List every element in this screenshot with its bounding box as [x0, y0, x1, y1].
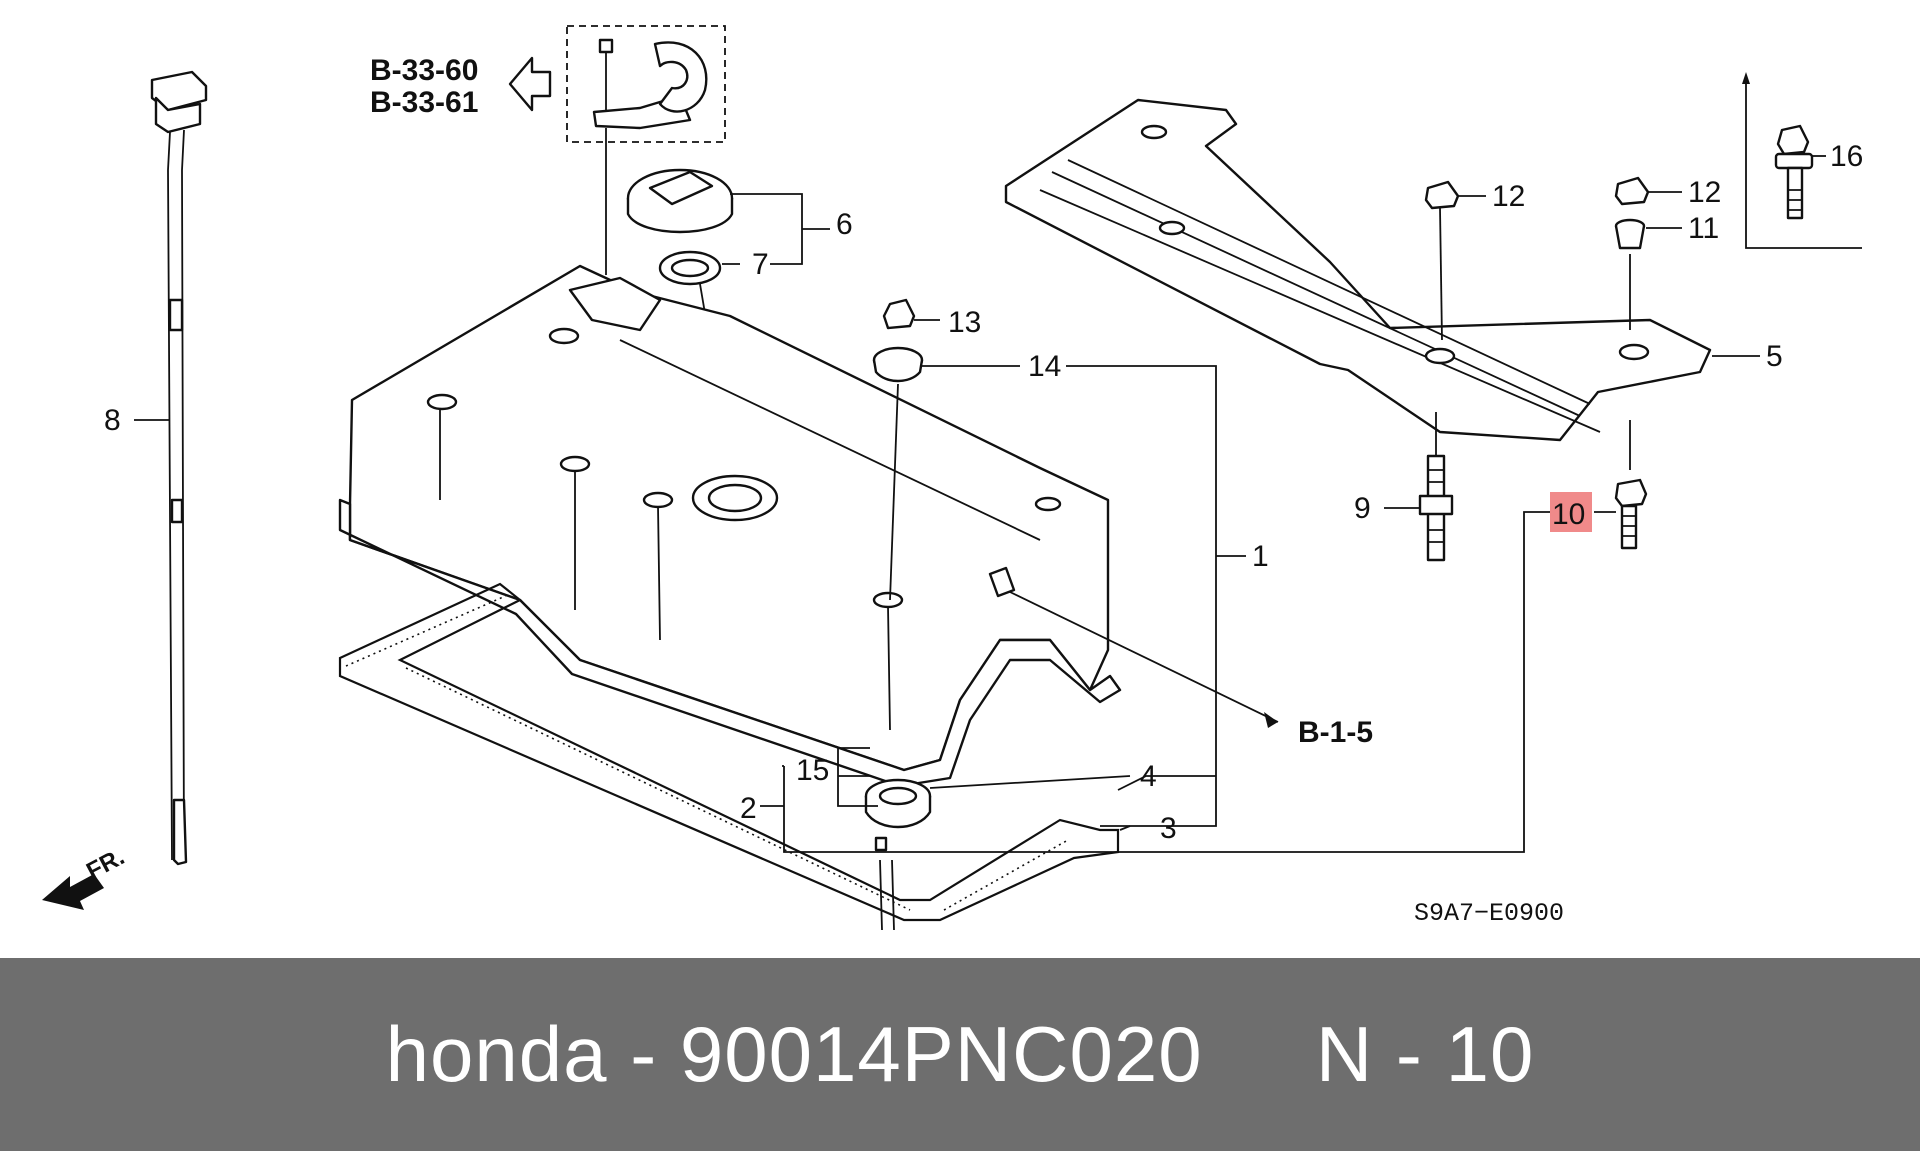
callout-15: 15	[796, 754, 829, 787]
diagram-code: S9A7−E0900	[1414, 899, 1564, 928]
flange-nut-12-left	[1424, 180, 1460, 210]
callout-8: 8	[104, 404, 121, 437]
flange-nut-12-right	[1614, 176, 1650, 206]
filler-cap-gasket	[658, 250, 722, 286]
callout-14: 14	[1028, 350, 1061, 383]
front-direction-arrow: FR.	[42, 843, 129, 910]
stud-bolt-9	[1418, 454, 1454, 562]
callout-3: 3	[1160, 812, 1177, 845]
cap-nut-13	[882, 298, 916, 330]
callout-12-left: 12	[1492, 180, 1525, 213]
engine-cover	[1004, 98, 1712, 442]
head-cover-gasket	[338, 582, 1120, 922]
callout-10: 10	[1552, 498, 1585, 531]
callout-11: 11	[1688, 212, 1719, 245]
callout-7: 7	[752, 248, 769, 281]
reference-b1-5: B-1-5	[1298, 716, 1373, 749]
parts-diagram: FR. B-33-60 B-33-61 6 7	[42, 25, 1864, 931]
reference-b33-61: B-33-61	[370, 86, 478, 119]
callout-10-highlight	[1550, 492, 1592, 532]
reference-arrow-icon	[508, 56, 552, 112]
oil-filler-cap	[626, 168, 734, 234]
washer-14	[872, 346, 924, 383]
bolt-16-group	[1742, 72, 1862, 249]
callout-9: 9	[1354, 492, 1371, 525]
callout-16: 16	[1830, 140, 1863, 173]
bracket-detail-box	[566, 25, 726, 275]
collar-11	[1614, 218, 1646, 250]
callout-4: 4	[1140, 760, 1157, 793]
part-caption-bar: honda - 90014PNC020 N - 10	[0, 958, 1920, 1151]
callout-5: 5	[1766, 340, 1783, 373]
dipstick	[150, 70, 208, 866]
callout-12-right: 12	[1688, 176, 1721, 209]
callout-1: 1	[1252, 540, 1269, 573]
cylinder-head-cover	[338, 264, 1122, 788]
bolt-10	[1614, 478, 1648, 550]
callout-2: 2	[740, 792, 757, 825]
spark-plug-seal	[864, 778, 932, 829]
callout-13: 13	[948, 306, 981, 339]
callout-6: 6	[836, 208, 853, 241]
part-caption: honda - 90014PNC020 N - 10	[385, 1010, 1535, 1098]
reference-b33-60: B-33-60	[370, 54, 478, 87]
